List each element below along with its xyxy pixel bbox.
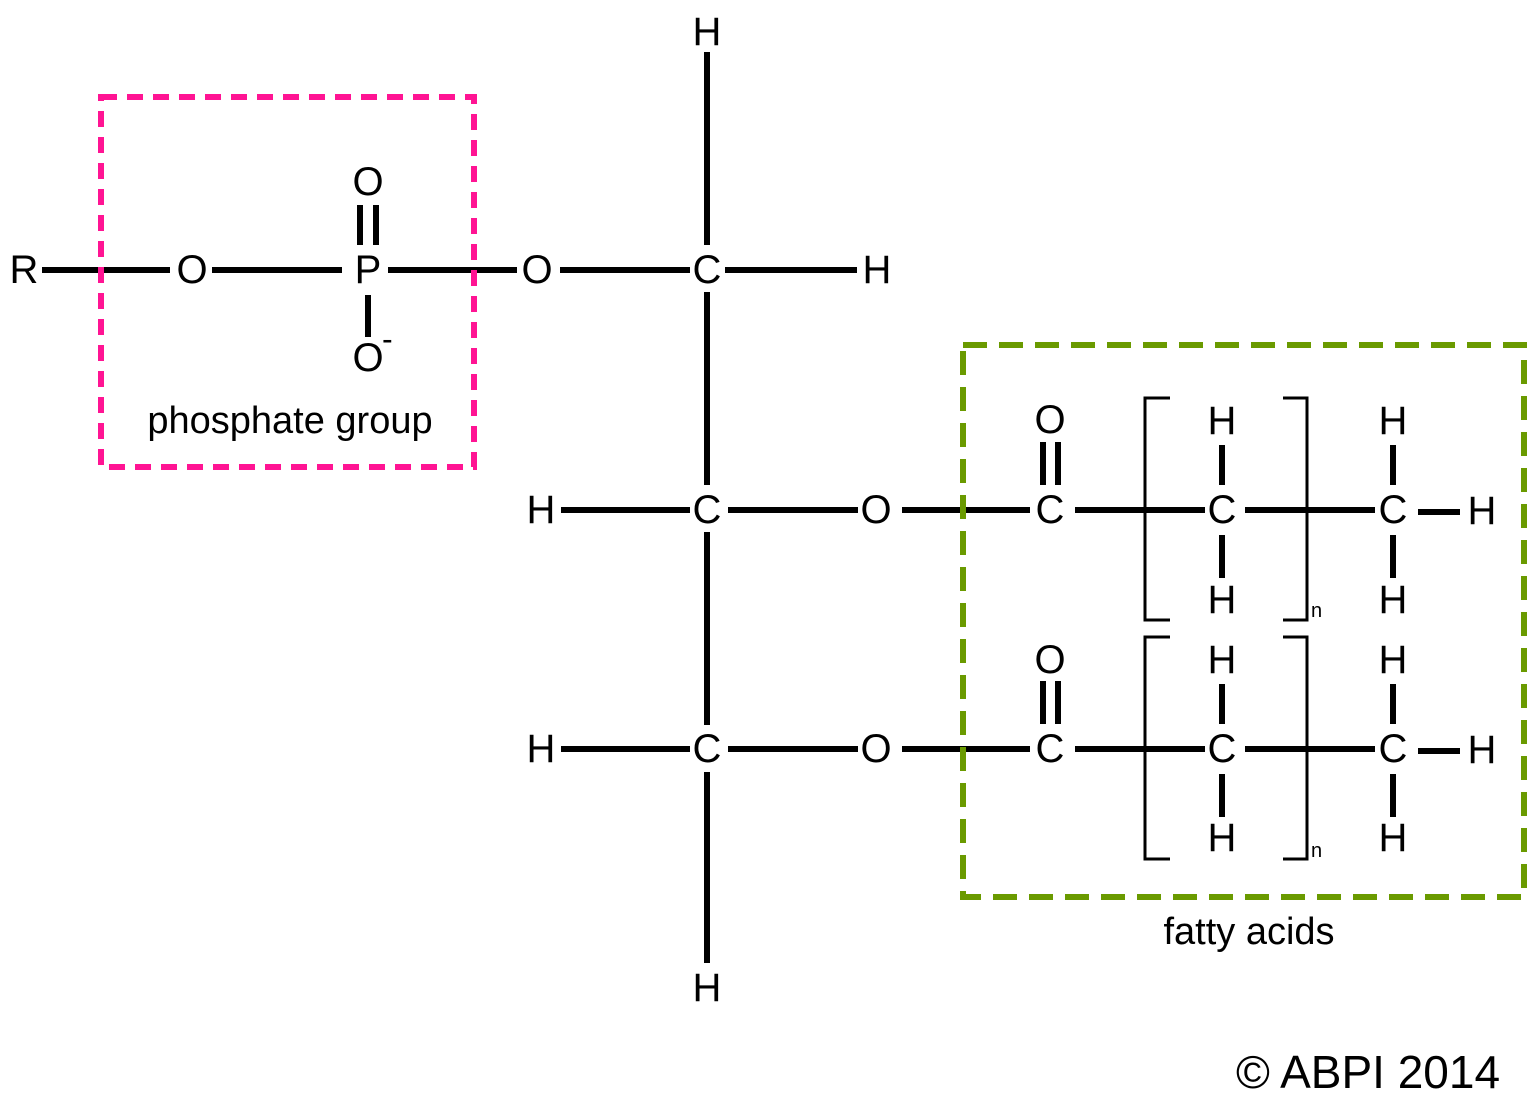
phosphate-group-label: phosphate group — [147, 400, 432, 442]
fatty-acid-chain-1 — [561, 396, 1460, 622]
atom-h: H — [1379, 638, 1408, 682]
fatty-acids-box — [960, 342, 1527, 900]
atom-h: H — [1379, 399, 1408, 443]
atom-c: C — [1208, 727, 1237, 771]
atom-c: C — [693, 727, 722, 771]
atom-r: R — [10, 248, 39, 292]
atom-o: O — [860, 488, 891, 532]
repeat-subscript: n — [1311, 600, 1322, 622]
atom-h: H — [1208, 816, 1237, 860]
atom-h: H — [527, 488, 556, 532]
atom-h: H — [1208, 578, 1237, 622]
atom-c: C — [1379, 488, 1408, 532]
atom-o: O — [521, 248, 552, 292]
atom-h: H — [863, 248, 892, 292]
atom-o-minus: O — [352, 336, 383, 380]
repeat-subscript: n — [1311, 840, 1322, 862]
bonds — [42, 52, 1460, 963]
atoms: R O P O O - O C H H C H O C O C H H C H … — [10, 10, 1497, 1010]
atom-h: H — [1208, 638, 1237, 682]
phosphate-group-box — [98, 94, 477, 470]
atom-p: P — [355, 248, 382, 292]
atom-o: O — [860, 727, 891, 771]
atom-c: C — [693, 248, 722, 292]
atom-c: C — [1036, 727, 1065, 771]
atom-h: H — [1379, 816, 1408, 860]
atom-h: H — [1468, 728, 1497, 772]
atom-o: O — [1034, 398, 1065, 442]
copyright-label: © ABPI 2014 — [1236, 1046, 1500, 1098]
atom-h: H — [693, 966, 722, 1010]
atom-h: H — [693, 10, 722, 54]
fatty-acids-label: fatty acids — [1163, 911, 1334, 953]
atom-h: H — [1468, 489, 1497, 533]
atom-o: O — [352, 160, 383, 204]
atom-c: C — [1379, 727, 1408, 771]
atom-c: C — [1036, 488, 1065, 532]
fatty-acid-chain-2 — [561, 635, 1460, 861]
negative-charge: - — [382, 321, 393, 357]
atom-c: C — [1208, 488, 1237, 532]
atom-o: O — [176, 248, 207, 292]
atom-c: C — [693, 488, 722, 532]
atom-o: O — [1034, 638, 1065, 682]
atom-h: H — [1208, 399, 1237, 443]
atom-h: H — [1379, 578, 1408, 622]
atom-h: H — [527, 727, 556, 771]
